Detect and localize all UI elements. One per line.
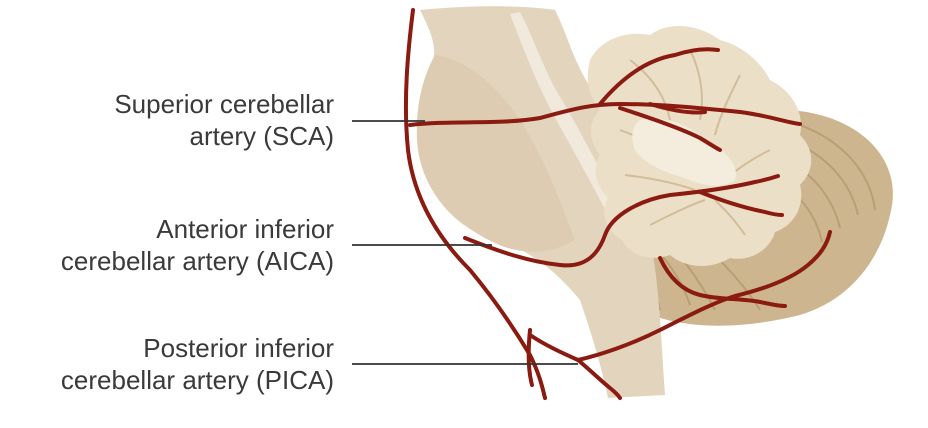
sca-branch-lower [618,106,722,152]
vertebral-basilar-artery [403,8,547,400]
label-sca-line1: Superior cerebellar [114,89,334,119]
label-anterior-inferior-cerebellar-artery: Anterior inferior cerebellar artery (AIC… [61,213,334,277]
leader-lines [352,120,578,365]
sca-branch-upper [598,47,720,106]
pica-root [526,328,534,387]
label-posterior-inferior-cerebellar-artery: Posterior inferior cerebellar artery (PI… [61,332,334,396]
superior-cerebellar-artery [408,102,802,127]
label-aica-line1: Anterior inferior [156,214,334,244]
anterior-inferior-cerebellar-artery [463,174,780,268]
pons [416,55,575,252]
aica-branch [698,190,784,217]
label-superior-cerebellar-artery: Superior cerebellar artery (SCA) [114,88,334,152]
label-pica-line2: cerebellar artery (PICA) [60,365,334,395]
arteries [403,8,832,400]
label-sca-line2: artery (SCA) [189,121,334,151]
sca-branch-mid [648,102,707,115]
pica-branch-loop [658,256,787,308]
label-aica-line2: cerebellar artery (AICA) [60,246,334,276]
label-pica-line1: Posterior inferior [143,333,334,363]
pica-descending [576,358,622,400]
vermis-core [632,118,736,186]
